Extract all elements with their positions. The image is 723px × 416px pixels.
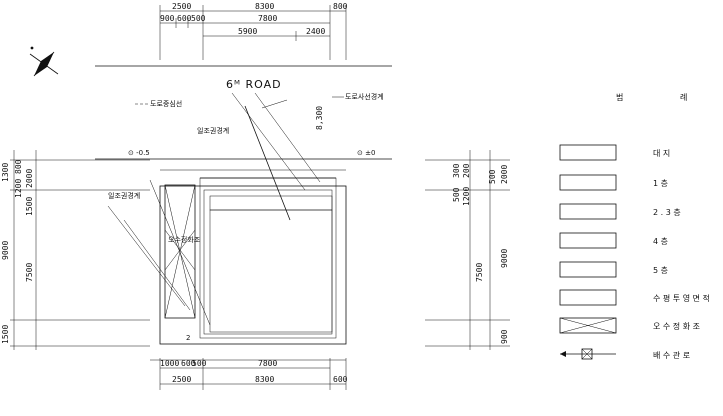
legend-label-1: 대 지 bbox=[653, 149, 670, 158]
legend-swatch-v-lines bbox=[559, 289, 617, 306]
legend-label-4: 4 층 bbox=[653, 237, 668, 246]
dim-top-r2-3: 500 bbox=[191, 14, 206, 23]
road: 6ᴹ ROAD 도로중심선 도로사선경계 일조권경계 8,300 ⊙ -0.5 … bbox=[95, 65, 392, 221]
dim-top-r3-1: 5900 bbox=[238, 27, 257, 36]
dim-right-outer-4: 900 bbox=[500, 329, 509, 344]
level-right: ⊙ ±0 bbox=[357, 149, 375, 157]
dim-top-2: 8300 bbox=[255, 2, 274, 11]
road-center-label: 도로중심선 bbox=[150, 99, 182, 108]
mark-2: 2 bbox=[186, 334, 190, 342]
dim-right-inner-1: 300 bbox=[452, 163, 461, 178]
left-dimensions: 1300 9000 1500 800 1200 2000 1500 7500 bbox=[1, 150, 150, 350]
dim-top-r2-1: 900 bbox=[160, 14, 175, 23]
legend-label-2: 1 층 bbox=[653, 179, 668, 188]
dim-bottom-r1-2: 600 bbox=[181, 359, 196, 368]
dim-left-inner-3: 2000 bbox=[25, 169, 34, 188]
dim-bottom-r1-3: 500 bbox=[192, 359, 207, 368]
legend-swatch-dots-sparse bbox=[559, 203, 617, 220]
dim-left-inner-1: 800 bbox=[14, 159, 23, 174]
road-depth: 8,300 bbox=[315, 106, 324, 130]
legend-label-7: 오 수 정 화 조 bbox=[653, 321, 700, 331]
dim-right-inner-4: 1200 bbox=[462, 187, 471, 206]
dim-bottom-r2-1: 2500 bbox=[172, 375, 191, 384]
sewage-label: 오수정화조 bbox=[168, 235, 201, 244]
north-arrow-icon bbox=[29, 46, 59, 77]
dim-bottom-r1-4: 7800 bbox=[258, 359, 277, 368]
legend-swatch-cross bbox=[559, 317, 617, 334]
dim-left-outer-3: 1500 bbox=[1, 325, 10, 344]
dim-left-inner-5: 7500 bbox=[25, 263, 34, 282]
dim-bottom-r2-2: 8300 bbox=[255, 375, 274, 384]
legend: 범 례 대 지 1 층 2 . 3 층 4 층 5 층 수 평 투 영 면 적 … bbox=[559, 92, 710, 360]
dim-right-outer-2: 2000 bbox=[500, 165, 509, 184]
dim-bottom-r2-3: 600 bbox=[333, 375, 348, 384]
dim-left-outer-1: 1300 bbox=[1, 163, 10, 182]
legend-title-2: 례 bbox=[680, 92, 687, 102]
level-left: ⊙ -0.5 bbox=[128, 149, 150, 157]
legend-label-6: 수 평 투 영 면 적 bbox=[653, 293, 710, 303]
dim-left-outer-2: 9000 bbox=[1, 241, 10, 260]
dim-top-3: 800 bbox=[333, 2, 348, 11]
site-boundary bbox=[159, 169, 347, 345]
legend-label-3: 2 . 3 층 bbox=[653, 208, 681, 217]
setback-top-label: 일조권경계 bbox=[197, 126, 229, 135]
sewage-tank-area: 오수정화조 bbox=[164, 184, 201, 319]
bottom-dimensions: 1000 600 500 7800 2500 8300 600 bbox=[159, 358, 348, 390]
top-dimensions: 2500 8300 800 900 600 500 7800 5900 2400 bbox=[159, 2, 348, 60]
dim-right-inner-2: 200 bbox=[462, 163, 471, 178]
legend-swatch-h-lines bbox=[559, 261, 617, 278]
dim-right-outer-1: 500 bbox=[488, 169, 497, 184]
legend-swatch-dots-dense bbox=[559, 232, 617, 249]
legend-label-8: 배 수 관 로 bbox=[653, 350, 690, 360]
dim-right-outer-3: 9000 bbox=[500, 249, 509, 268]
legend-label-5: 5 층 bbox=[653, 266, 668, 275]
road-boundary-label: 도로사선경계 bbox=[345, 92, 384, 101]
setback-left-label: 일조권경계 bbox=[108, 191, 140, 200]
legend-swatch-pipe bbox=[560, 348, 616, 360]
legend-swatch-dots-light bbox=[559, 174, 617, 191]
dim-bottom-r1-1: 1000 bbox=[160, 359, 179, 368]
dim-top-1: 2500 bbox=[172, 2, 191, 11]
dim-right-inner-5: 7500 bbox=[475, 263, 484, 282]
dim-top-r3-2: 2400 bbox=[306, 27, 325, 36]
right-dimensions: 500 2000 9000 900 300 200 500 1200 7500 bbox=[425, 150, 510, 350]
dim-top-r2-4: 7800 bbox=[258, 14, 277, 23]
legend-title-1: 범 bbox=[616, 92, 623, 102]
dim-left-inner-2: 1200 bbox=[14, 179, 23, 198]
dim-top-r2-2: 600 bbox=[177, 14, 192, 23]
dim-left-inner-4: 1500 bbox=[25, 197, 34, 216]
legend-swatch-plain bbox=[559, 144, 617, 161]
dim-right-inner-3: 500 bbox=[452, 187, 461, 202]
road-label: 6ᴹ ROAD bbox=[226, 78, 282, 91]
building-footprint: 2 bbox=[186, 177, 337, 342]
